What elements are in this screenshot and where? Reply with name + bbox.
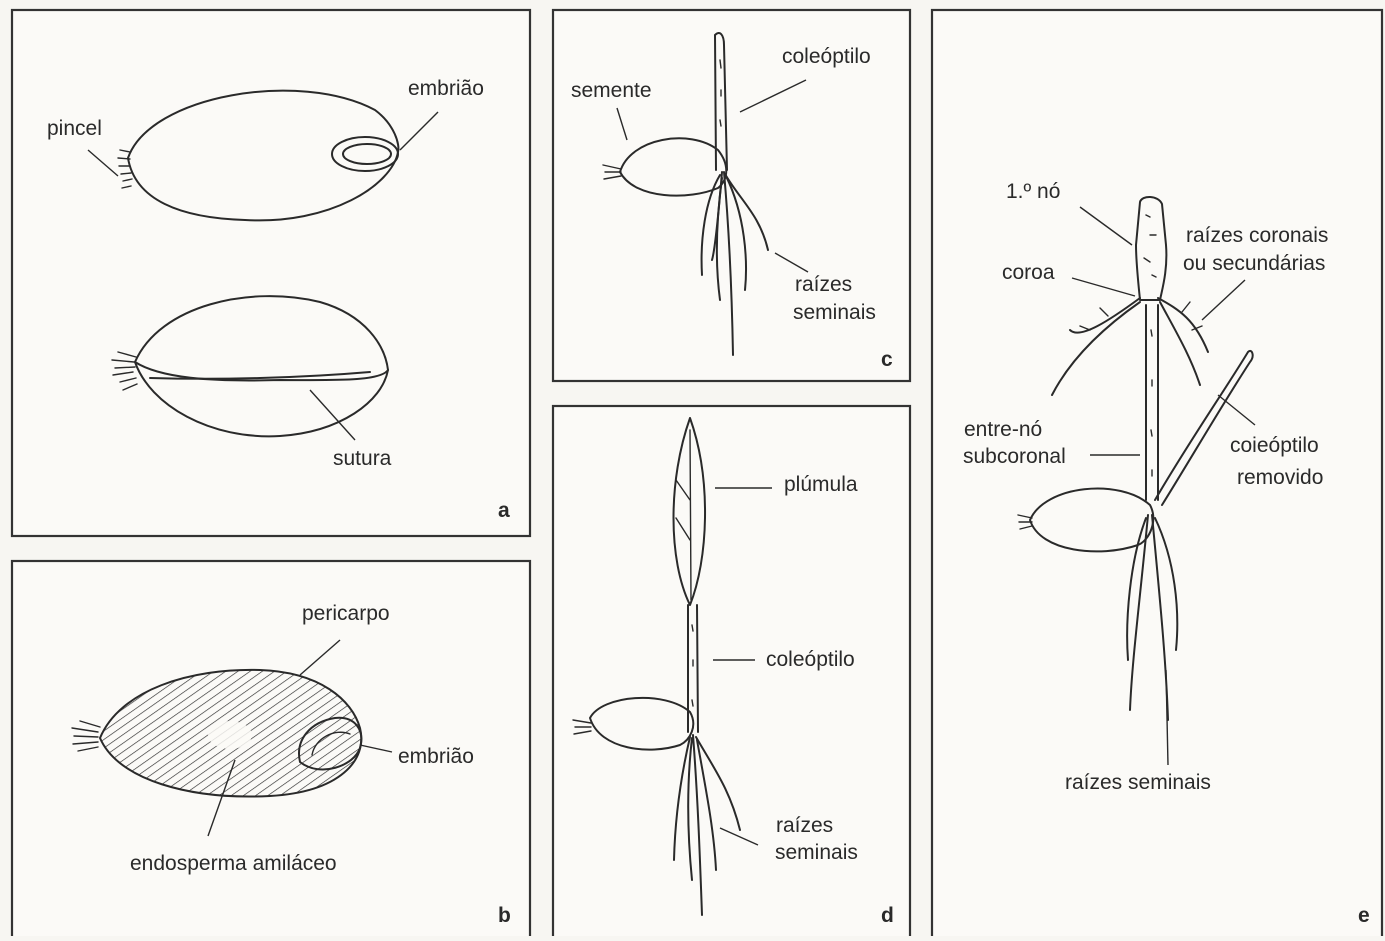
panel-b: pericarpo embrião endosperma amiláceo b bbox=[12, 561, 530, 936]
label-coronais-2: ou secundárias bbox=[1183, 252, 1325, 275]
panel-letter-a: a bbox=[498, 499, 510, 522]
panel-letter-c: c bbox=[881, 348, 893, 371]
panel-d: plúmula coleóptilo raízes seminais d bbox=[553, 406, 910, 936]
label-semente: semente bbox=[571, 79, 652, 102]
label-coleoptilo-e-1: coieóptilo bbox=[1230, 434, 1319, 457]
label-entre-no-1: entre-nó bbox=[964, 418, 1042, 441]
panel-c: coleóptilo semente raízes seminais c bbox=[553, 10, 910, 381]
label-entre-no-2: subcoronal bbox=[963, 445, 1066, 468]
panel-a: pincel embrião sutura a bbox=[12, 10, 530, 536]
label-raizes-e: raízes seminais bbox=[1065, 771, 1211, 794]
label-embriao: embrião bbox=[408, 77, 484, 100]
label-raizes-c-2: seminais bbox=[793, 301, 876, 324]
label-coronais-1: raízes coronais bbox=[1186, 224, 1328, 247]
label-endosperma: endosperma amiláceo bbox=[130, 852, 337, 875]
label-coleoptilo-d: coleóptilo bbox=[766, 648, 855, 671]
label-raizes-c-1: raízes bbox=[795, 273, 852, 296]
panel-letter-b: b bbox=[498, 904, 511, 927]
label-embriao-b: embrião bbox=[398, 745, 474, 768]
label-plumula: plúmula bbox=[784, 473, 858, 496]
panel-e: 1.º nó raízes coronais ou secundárias co… bbox=[932, 10, 1382, 936]
label-coleoptilo-e-2: removido bbox=[1237, 466, 1323, 489]
label-coleoptilo-c: coleóptilo bbox=[782, 45, 871, 68]
label-pericarpo: pericarpo bbox=[302, 602, 390, 625]
panel-letter-e: e bbox=[1358, 904, 1370, 927]
label-no: 1.º nó bbox=[1006, 180, 1060, 203]
label-pincel: pincel bbox=[47, 117, 102, 140]
label-sutura: sutura bbox=[333, 447, 392, 470]
label-raizes-d-2: seminais bbox=[775, 841, 858, 864]
label-coroa: coroa bbox=[1002, 261, 1055, 284]
panel-letter-d: d bbox=[881, 904, 894, 927]
label-raizes-d-1: raízes bbox=[776, 814, 833, 837]
